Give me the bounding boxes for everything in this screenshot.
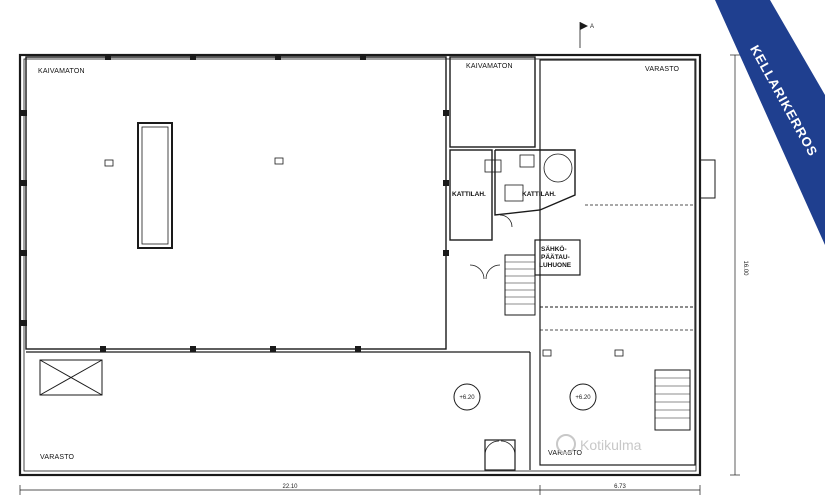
svg-text:A: A — [590, 24, 594, 30]
banner-kellarikerros: KELLARIKERROS — [715, 0, 825, 245]
dimension-height: 16.00 — [742, 260, 748, 276]
room-label-kattilah-right: KATTILAH. — [522, 191, 556, 198]
dimension-width-right: 6.73 — [614, 484, 626, 490]
dimension-width-left: 22.10 — [282, 484, 298, 490]
section-marker: A — [579, 22, 594, 48]
watermark: Kotikulma — [556, 434, 642, 454]
room-label-kaivamaton-large: KAIVAMATON — [38, 68, 85, 75]
dimension-lines — [19, 54, 740, 495]
doors — [469, 214, 516, 456]
floor-drains — [104, 153, 624, 357]
stairs — [505, 261, 690, 419]
room-label-kattilah-left: KATTILAH. — [452, 191, 486, 198]
room-label-sahko-line3: LUHUONE — [539, 262, 572, 269]
svg-text:Kotikulma: Kotikulma — [580, 437, 642, 453]
hatch-cross — [39, 359, 103, 396]
room-label-varasto-bottomleft: VARASTO — [40, 454, 75, 461]
central-box — [137, 122, 173, 249]
room-label-sahko-line1: SÄHKÖ- — [541, 244, 567, 253]
level-marker-left: +6.20 — [453, 383, 481, 411]
room-label-sahko-line2: PÄÄTAU- — [541, 253, 570, 261]
svg-text:+6.20: +6.20 — [575, 395, 591, 401]
pillars — [21, 54, 449, 352]
room-label-varasto-topright: VARASTO — [645, 66, 680, 73]
walls — [18, 53, 716, 477]
room-label-kaivamaton-small: KAIVAMATON — [466, 63, 513, 70]
level-marker-right: +6.20 — [569, 383, 597, 411]
svg-text:+6.20: +6.20 — [459, 395, 475, 401]
